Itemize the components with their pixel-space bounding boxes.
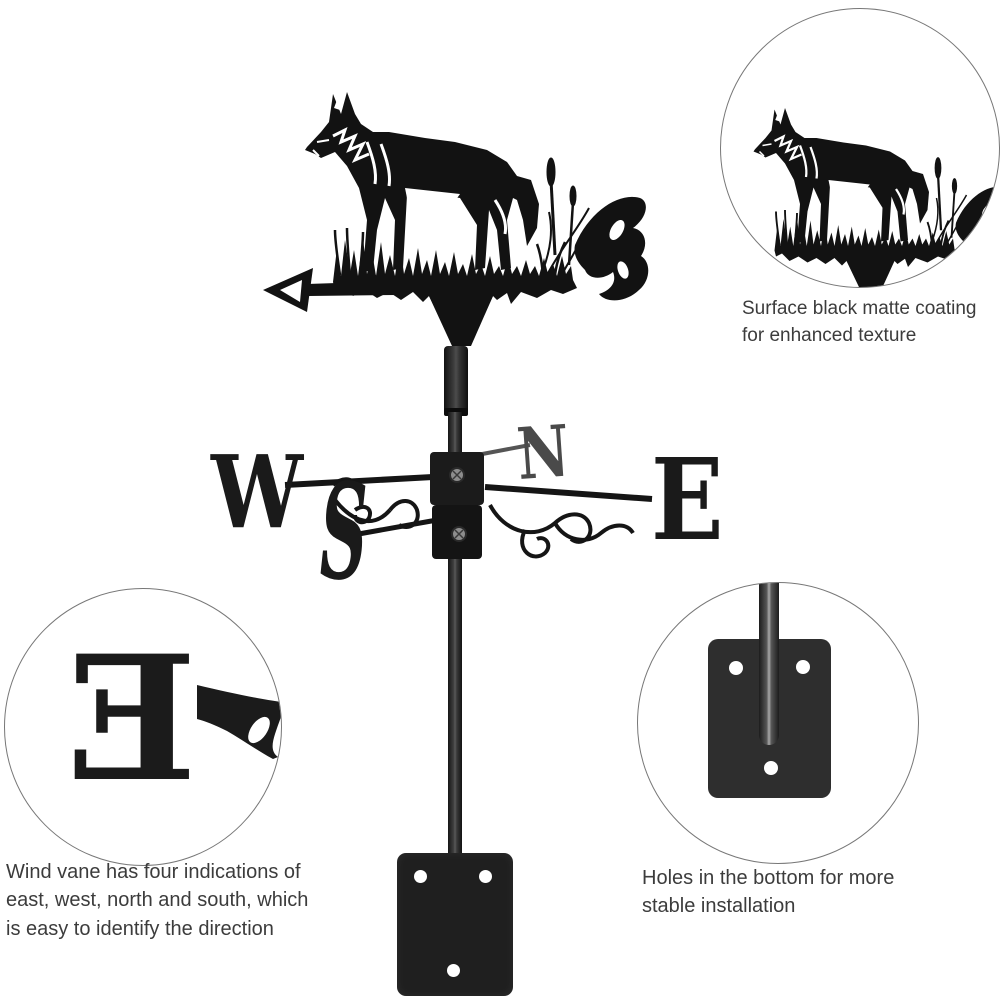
- weathervane-top-figure: [263, 90, 650, 346]
- direction-indicator-assembly: W E N S: [210, 415, 724, 590]
- direction-letter-north: N: [514, 415, 572, 497]
- scrollwork-ornament: [331, 477, 635, 559]
- rotation-sleeve: [444, 346, 468, 416]
- callout-circle-directions: E: [4, 588, 282, 866]
- mounting-hole: [729, 661, 743, 675]
- detail-rod: [197, 685, 281, 759]
- mounting-plate: [397, 853, 513, 996]
- caption-directions: Wind vane has four indications of east, …: [6, 861, 309, 940]
- direction-hub: [430, 452, 484, 559]
- mounting-hole: [447, 964, 460, 977]
- west-rod: [284, 474, 434, 488]
- caption-coating: Surface black matte coating for enhanced…: [742, 298, 977, 346]
- north-rod: [476, 443, 531, 457]
- callout-circle-mounting: [637, 582, 919, 864]
- south-rod: [352, 517, 438, 538]
- letter-east-detail-icon: E: [66, 617, 281, 820]
- callout-circle-coating: [720, 8, 1000, 288]
- mounting-hole: [796, 660, 810, 674]
- east-rod: [484, 484, 653, 502]
- direction-letter-east: E: [651, 433, 724, 566]
- direction-letter-south: S: [312, 455, 376, 590]
- detail-letter-east: E: [66, 617, 197, 820]
- pole-detail: [759, 583, 779, 745]
- mounting-hole: [764, 761, 778, 775]
- mounting-hole: [479, 870, 492, 883]
- mounting-hole: [414, 870, 427, 883]
- caption-mounting: Holes in the bottom for more stable inst…: [642, 867, 895, 918]
- dog-detail-icon: [752, 106, 999, 287]
- vane-funnel: [429, 296, 493, 346]
- direction-letter-west: W: [210, 433, 304, 551]
